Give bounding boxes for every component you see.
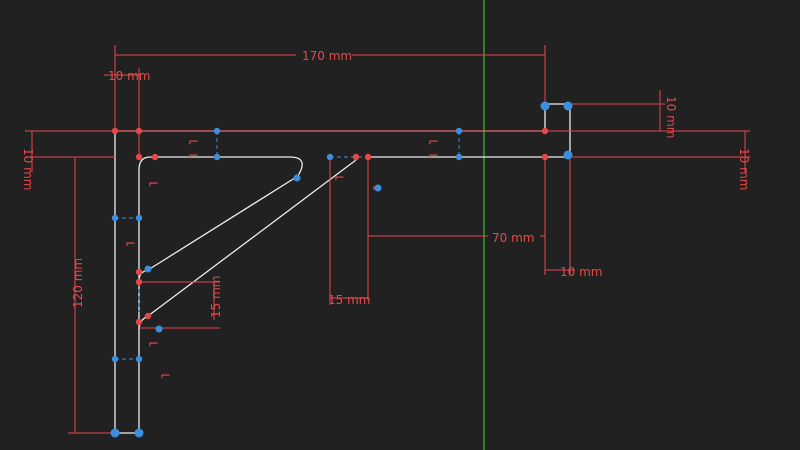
sketch-point[interactable] xyxy=(110,428,120,438)
sketch-point[interactable] xyxy=(563,150,573,160)
sketch-point[interactable] xyxy=(326,153,334,161)
sketch-point[interactable] xyxy=(135,268,143,276)
sketch-point[interactable] xyxy=(293,174,301,182)
sketch-point[interactable] xyxy=(134,428,144,438)
sketch-point[interactable] xyxy=(541,153,549,161)
sketch-point[interactable] xyxy=(364,153,372,161)
dimension-15-gap-label[interactable]: 15 mm xyxy=(209,276,223,318)
sketch-point[interactable] xyxy=(374,184,382,192)
dimension-10-right-top-label[interactable]: 10 mm xyxy=(664,96,678,138)
dimension-70-label[interactable]: 70 mm xyxy=(492,231,534,245)
brace-end-arc[interactable] xyxy=(289,156,303,177)
dimension-10-left-offset-label[interactable]: 10 mm xyxy=(108,69,150,83)
sketch-points[interactable] xyxy=(110,101,573,438)
sketch-point[interactable] xyxy=(135,214,143,222)
dimension-labels[interactable]: 170 mm 10 mm 10 mm 10 mm 10 mm 120 mm 70… xyxy=(21,46,751,318)
tangent-constraint-icon: ⌐ xyxy=(428,135,439,150)
dimension-120-label[interactable]: 120 mm xyxy=(71,258,85,308)
sketch-point[interactable] xyxy=(135,127,143,135)
sketch-point[interactable] xyxy=(144,265,152,273)
sketch-point[interactable] xyxy=(540,101,550,111)
dimension-10-left-thickness-label[interactable]: 10 mm xyxy=(21,148,35,190)
sketch-point[interactable] xyxy=(135,355,143,363)
sketch-point[interactable] xyxy=(155,325,163,333)
sketch-point[interactable] xyxy=(144,312,152,320)
tangent-constraint-icon: ⌐ xyxy=(188,135,199,150)
sketch-geometry[interactable] xyxy=(114,103,571,434)
sketch-point[interactable] xyxy=(352,153,360,161)
sketch-point[interactable] xyxy=(135,318,143,326)
tangent-constraint-icon: ⌐ xyxy=(160,369,171,384)
constraint-glyphs: ⌐ ⌐ ⌐ ⌐ ⌐ ⌐ ⌐ ⌐ ⌐ ⌐ xyxy=(125,135,439,384)
sketch-point[interactable] xyxy=(455,127,463,135)
tangent-constraint-icon: ⌐ xyxy=(148,177,159,192)
tangent-constraint-icon: ⌐ xyxy=(125,237,136,252)
sketch-point[interactable] xyxy=(135,153,143,161)
dimension-170-label[interactable]: 170 mm xyxy=(302,49,352,63)
construction-lines xyxy=(115,131,460,360)
tangent-constraint-icon: ⌐ xyxy=(428,149,439,164)
sketch-point[interactable] xyxy=(111,214,119,222)
sketch-point[interactable] xyxy=(455,153,463,161)
sketch-point[interactable] xyxy=(213,127,221,135)
sketch-point[interactable] xyxy=(111,127,119,135)
dimension-10-right-thickness-label[interactable]: 10 mm xyxy=(737,148,751,190)
inner-corner-fillet[interactable] xyxy=(138,156,151,171)
sketch-point[interactable] xyxy=(213,153,221,161)
sketch-point[interactable] xyxy=(151,153,159,161)
tangent-constraint-icon: ⌐ xyxy=(188,149,199,164)
dimension-15-slot-label[interactable]: 15 mm xyxy=(328,293,370,307)
sketch-point[interactable] xyxy=(135,278,143,286)
sketch-point[interactable] xyxy=(541,127,549,135)
dimension-10-bottom-right-label[interactable]: 10 mm xyxy=(560,265,602,279)
tangent-constraint-icon: ⌐ xyxy=(334,171,345,186)
sketch-point[interactable] xyxy=(111,355,119,363)
tangent-constraint-icon: ⌐ xyxy=(148,337,159,352)
sketch-point[interactable] xyxy=(563,101,573,111)
diagonal-brace-upper-line[interactable] xyxy=(147,175,299,271)
diagonal-brace-lower-line[interactable] xyxy=(147,159,357,317)
